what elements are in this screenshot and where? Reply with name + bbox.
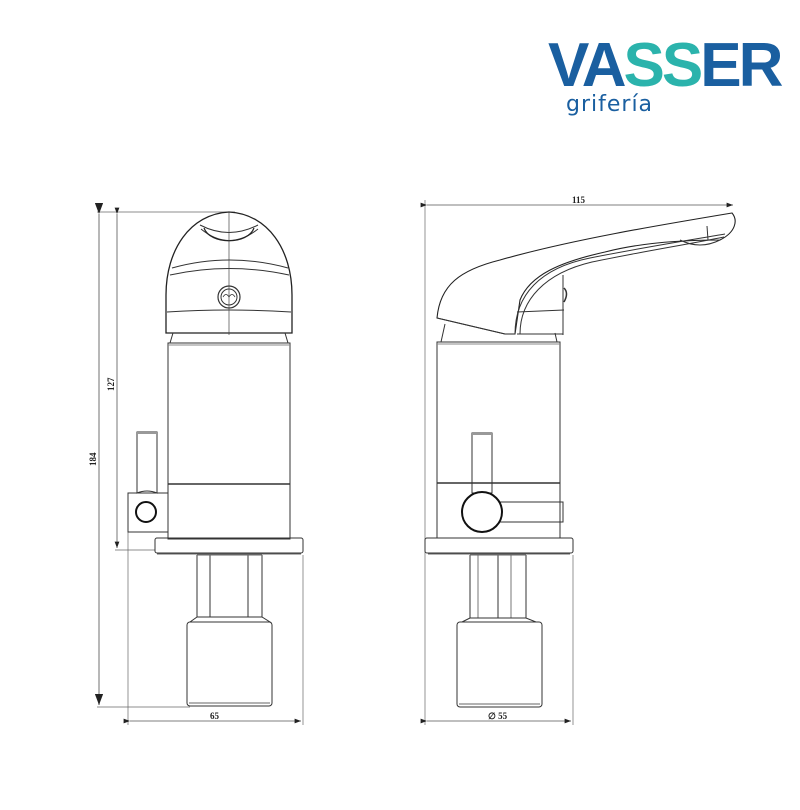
svg-text:115: 115: [572, 195, 586, 205]
brand-logo: VASSER grifería: [548, 31, 783, 118]
base-flange-side: [424, 537, 574, 555]
svg-text:184: 184: [88, 452, 98, 466]
shank-front: [186, 554, 273, 707]
svg-text:127: 127: [106, 377, 116, 391]
side-lever-side: [461, 432, 564, 533]
front-view: 184 127 65: [88, 202, 304, 725]
base-flange-front: [154, 537, 304, 555]
dimension-length: 115: [420, 195, 733, 208]
dimension-width: 65: [123, 711, 301, 724]
brand-subtitle: grifería: [566, 92, 654, 117]
handle-side: [436, 212, 736, 343]
svg-text:∅ 55: ∅ 55: [488, 711, 508, 721]
handle-front: [165, 211, 293, 344]
brand-wordmark: VASSER: [548, 31, 783, 100]
dimension-total-height: 184: [88, 202, 104, 705]
svg-text:65: 65: [210, 711, 220, 721]
dimension-diameter: ∅ 55: [420, 711, 571, 724]
side-lever-front: [127, 431, 169, 533]
side-view: 115 ∅ 55: [420, 195, 736, 725]
shank-side: [456, 554, 543, 708]
body-front: [167, 342, 291, 540]
dimension-body-height: 127: [106, 207, 120, 548]
